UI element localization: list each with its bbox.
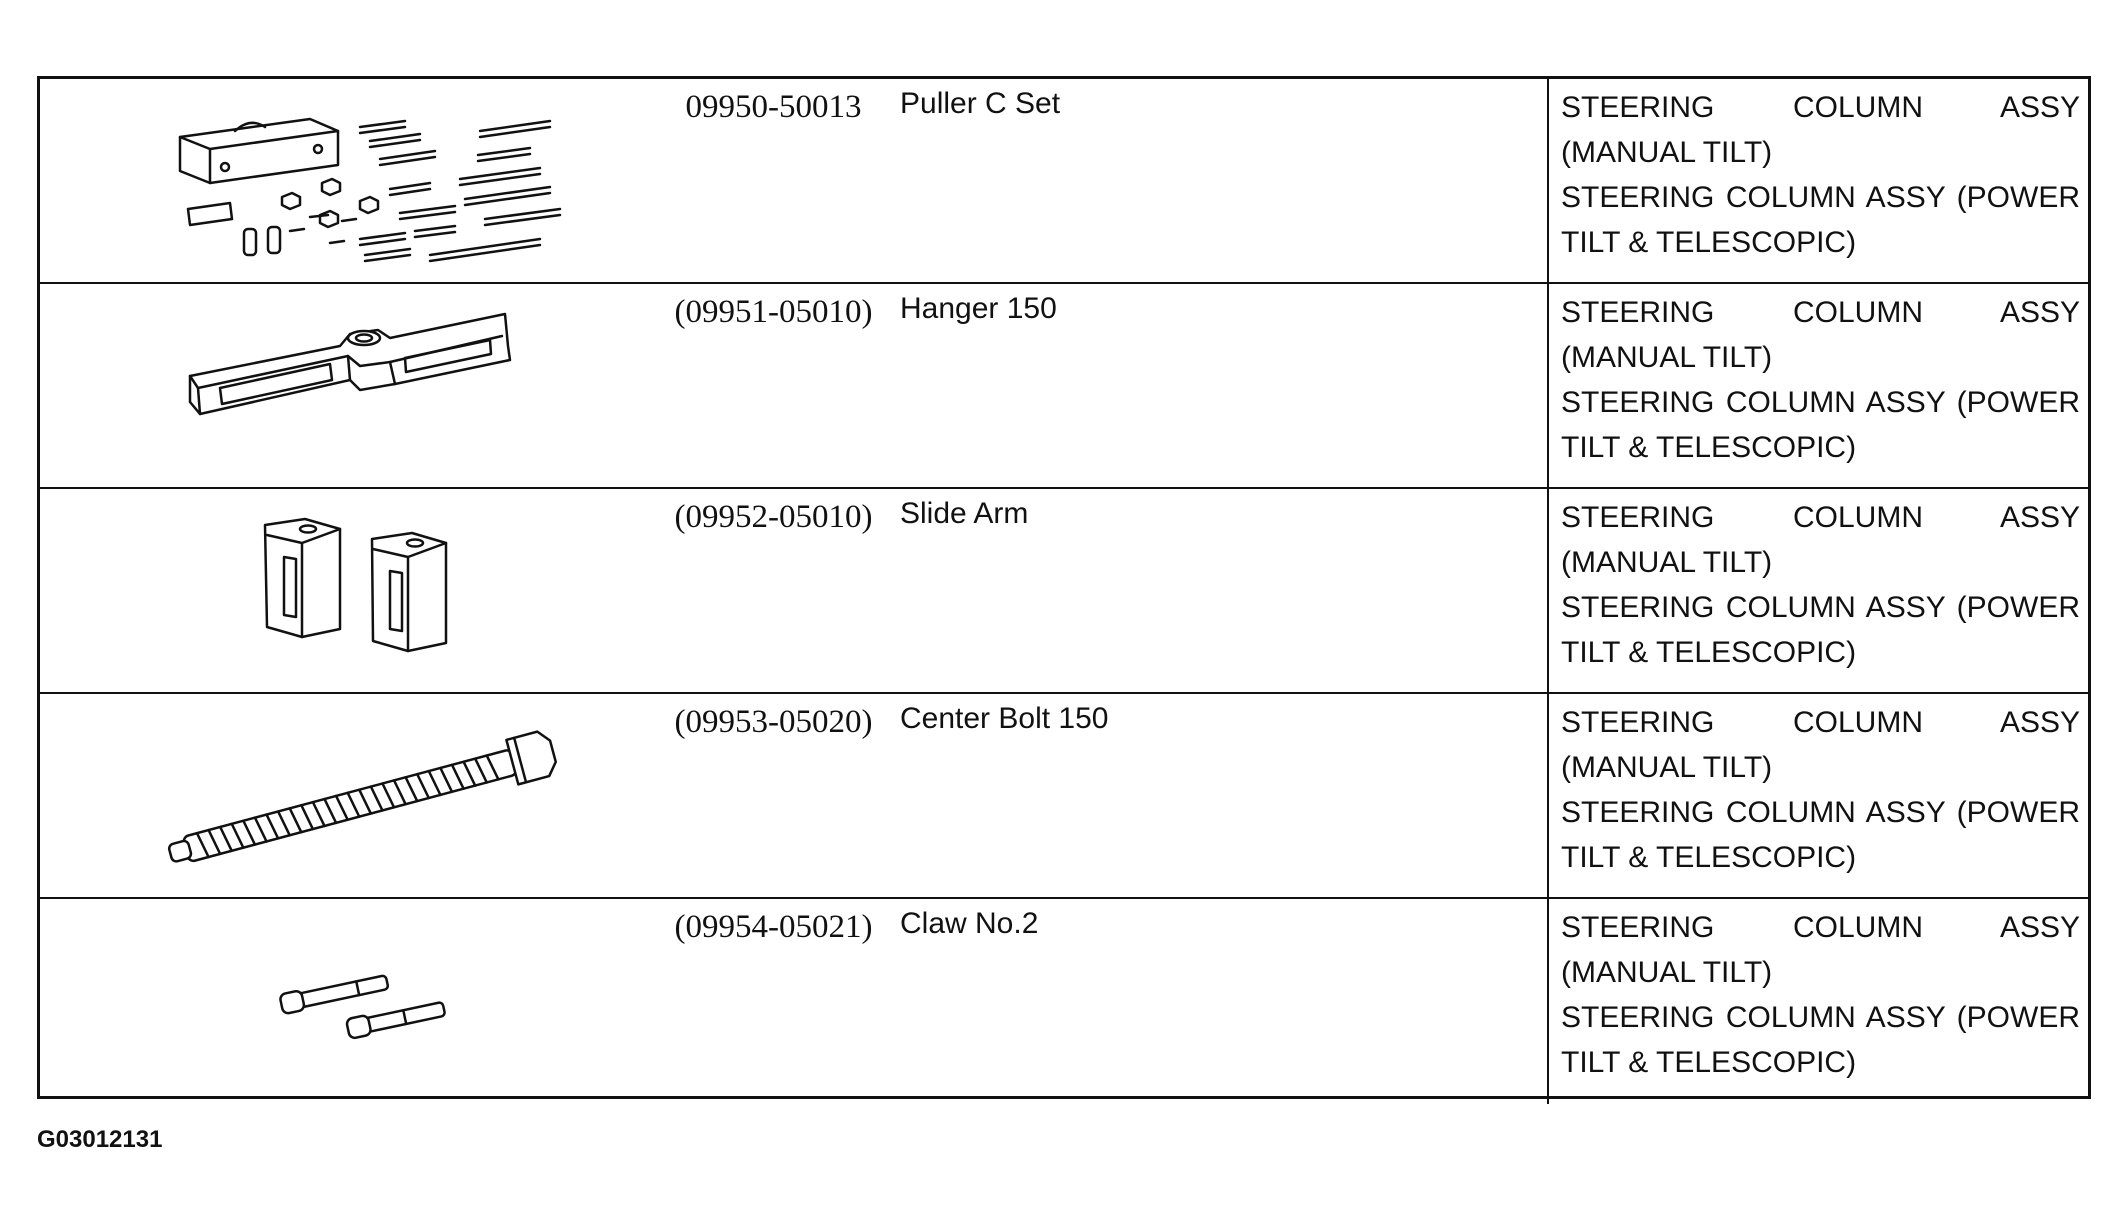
usage-line: (MANUAL TILT) — [1561, 546, 1773, 579]
column-divider — [1547, 489, 1549, 692]
usage-line: STEERING COLUMN ASSY (POWER — [1561, 796, 2080, 829]
special-service-tools-table: 09950-50013 Puller C Set STEERING COLUMN… — [37, 76, 2091, 1104]
table-row: (09952-05010) Slide Arm STEERING COLUMN … — [40, 489, 2088, 694]
usage-description: STEERING COLUMN ASSY (MANUAL TILT) STEER… — [1561, 905, 2080, 1085]
usage-line: TILT & TELESCOPIC) — [1561, 841, 1857, 874]
claw-pins-icon — [60, 899, 660, 1104]
tool-name: Center Bolt 150 — [900, 702, 1109, 735]
part-number: (09954-05021) — [674, 909, 873, 945]
figure-code: G03012131 — [37, 1126, 163, 1153]
table-row: (09954-05021) Claw No.2 STEERING COLUMN … — [40, 899, 2088, 1104]
part-number: (09951-05010) — [674, 294, 873, 330]
usage-description: STEERING COLUMN ASSY (MANUAL TILT) STEER… — [1561, 290, 2080, 470]
tool-name: Puller C Set — [900, 87, 1061, 120]
usage-line: (MANUAL TILT) — [1561, 956, 1773, 989]
usage-line: STEERING COLUMN ASSY — [1561, 296, 2080, 329]
usage-line: STEERING COLUMN ASSY — [1561, 91, 2080, 124]
part-number: (09953-05020) — [674, 704, 873, 740]
center-bolt-icon — [60, 694, 660, 897]
usage-line: STEERING COLUMN ASSY (POWER — [1561, 1001, 2080, 1034]
usage-line: TILT & TELESCOPIC) — [1561, 431, 1857, 464]
usage-line: (MANUAL TILT) — [1561, 751, 1773, 784]
column-divider — [1547, 694, 1549, 897]
column-divider — [1547, 284, 1549, 487]
part-number: 09950-50013 — [685, 89, 862, 125]
table-row: 09950-50013 Puller C Set STEERING COLUMN… — [40, 79, 2088, 284]
usage-line: TILT & TELESCOPIC) — [1561, 1046, 1857, 1079]
slide-arm-blocks-icon — [60, 489, 660, 692]
usage-line: (MANUAL TILT) — [1561, 341, 1773, 374]
column-divider — [1547, 899, 1549, 1104]
usage-line: STEERING COLUMN ASSY — [1561, 501, 2080, 534]
usage-line: STEERING COLUMN ASSY — [1561, 706, 2080, 739]
usage-line: STEERING COLUMN ASSY (POWER — [1561, 591, 2080, 624]
table-row: (09951-05010) Hanger 150 STEERING COLUMN… — [40, 284, 2088, 489]
usage-line: STEERING COLUMN ASSY — [1561, 911, 2080, 944]
column-divider — [1547, 79, 1549, 282]
tool-name: Claw No.2 — [900, 907, 1039, 940]
usage-description: STEERING COLUMN ASSY (MANUAL TILT) STEER… — [1561, 495, 2080, 675]
usage-description: STEERING COLUMN ASSY (MANUAL TILT) STEER… — [1561, 85, 2080, 265]
usage-description: STEERING COLUMN ASSY (MANUAL TILT) STEER… — [1561, 700, 2080, 880]
usage-line: TILT & TELESCOPIC) — [1561, 226, 1857, 259]
usage-line: STEERING COLUMN ASSY (POWER — [1561, 181, 2080, 214]
part-number: (09952-05010) — [674, 499, 873, 535]
usage-line: STEERING COLUMN ASSY (POWER — [1561, 386, 2080, 419]
usage-line: (MANUAL TILT) — [1561, 136, 1773, 169]
table-row: (09953-05020) Center Bolt 150 STEERING C… — [40, 694, 2088, 899]
puller-set-case-icon — [60, 79, 660, 282]
usage-line: TILT & TELESCOPIC) — [1561, 636, 1857, 669]
tool-name: Slide Arm — [900, 497, 1029, 530]
tool-name: Hanger 150 — [900, 292, 1057, 325]
hanger-bar-icon — [60, 284, 660, 487]
